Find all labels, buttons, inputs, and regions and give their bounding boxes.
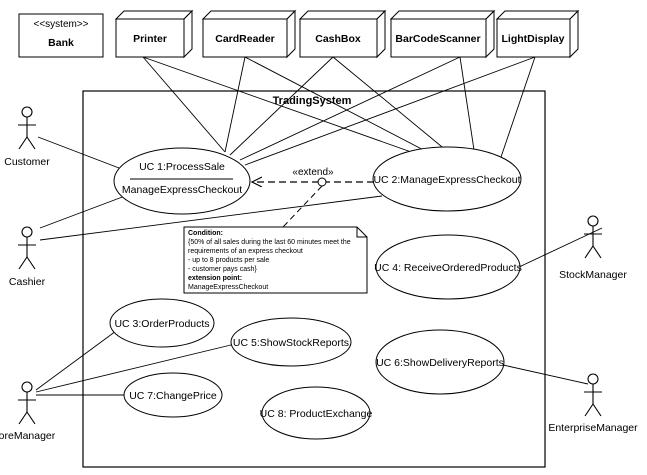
actor-stock-manager-label: StockManager (559, 269, 627, 281)
note-condition-title: Condition: (188, 230, 223, 237)
cashbox-label: CashBox (315, 33, 361, 45)
cashbox-node: CashBox (298, 9, 387, 59)
actor-customer (18, 106, 36, 150)
line-lightdisplay-uc2 (499, 56, 536, 161)
note-extension-title: extension point: (188, 275, 242, 282)
bank-label: Bank (48, 37, 74, 49)
uc3-label: UC 3:OrderProducts (114, 318, 209, 330)
enterprisemanager-head (587, 373, 599, 385)
uc2-label: UC 2:ManageExpressCheckout (373, 174, 520, 186)
extend-condition-anchor (317, 177, 327, 187)
uc1-process-sale: UC 1:ProcessSale ManageExpressCheckout (113, 147, 251, 215)
lightdisplay-label: LightDisplay (501, 33, 564, 45)
uc4-receive-ordered-products: UC 4: ReceiveOrderedProducts (374, 234, 522, 300)
uc7-change-price: UC 7:ChangePrice (123, 372, 223, 418)
actor-store-manager (18, 381, 36, 425)
uc8-label: UC 8: ProductExchange (260, 408, 373, 420)
uc6-label: UC 6:ShowDeliveryReports (376, 357, 504, 369)
uc1-extension-point: ManageExpressCheckout (122, 184, 242, 196)
extend-label: «extend» (292, 167, 334, 178)
actor-cashier (18, 226, 36, 270)
uc7-label: UC 7:ChangePrice (129, 390, 217, 402)
actor-cashier-label: Cashier (9, 276, 46, 288)
uc3-order-products: UC 3:OrderProducts (109, 298, 215, 348)
barcodescanner-node: BarCodeScanner (389, 9, 496, 59)
line-cardreader-uc1 (224, 56, 246, 153)
line-cashier-uc2 (39, 195, 383, 241)
line-storemanager-uc5 (35, 343, 236, 393)
uc4-label: UC 4: ReceiveOrderedProducts (374, 262, 522, 274)
note-line-1: {50% of all sales during the last 60 min… (188, 239, 351, 246)
line-barcode-uc1 (239, 56, 461, 161)
bank-stereotype: <<system>> (33, 19, 88, 30)
cardreader-node: CardReader (201, 9, 297, 59)
uc8-product-exchange: UC 8: ProductExchange (260, 386, 373, 440)
system-title: TradingSystem (273, 95, 352, 107)
actor-customer-label: Customer (4, 156, 50, 168)
line-cashbox-uc1 (229, 56, 334, 156)
bank-box: <<system>> Bank (18, 13, 104, 58)
storemanager-head (21, 381, 33, 393)
cardreader-label: CardReader (215, 33, 275, 45)
printer-node: Printer (114, 9, 194, 59)
uc6-show-delivery-reports: UC 6:ShowDeliveryReports (375, 329, 505, 395)
customer-head (21, 106, 33, 118)
condition-note: Condition: {50% of all sales during the … (183, 226, 368, 294)
system-boundary (82, 90, 546, 468)
note-line-3: - up to 8 products per sale (188, 257, 269, 264)
actor-store-manager-label: StoreManager (0, 430, 56, 442)
uc1-label: UC 1:ProcessSale (139, 161, 225, 173)
note-line-4: - customer pays cash} (188, 266, 258, 273)
actor-enterprise-manager (584, 373, 602, 417)
actor-enterprise-manager-label: EnterpriseManager (548, 422, 638, 434)
uc2-manage-express-checkout: UC 2:ManageExpressCheckout (372, 146, 522, 212)
line-lightdisplay-uc1 (244, 56, 536, 166)
note-extension-value: ManageExpressCheckout (188, 284, 268, 291)
printer-label: Printer (133, 33, 167, 45)
barcodescanner-label: BarCodeScanner (395, 33, 480, 45)
line-barcode-uc2 (459, 56, 475, 151)
lightdisplay-node: LightDisplay (495, 9, 580, 59)
line-printer-uc1 (142, 56, 226, 153)
uc5-label: UC 5:ShowStockReports (233, 337, 349, 349)
actor-stock-manager (584, 215, 602, 259)
stockmanager-head (587, 215, 599, 227)
line-customer-uc1 (37, 136, 120, 169)
line-storemanager-uc3 (35, 330, 117, 391)
cashier-head (21, 226, 33, 238)
uc5-show-stock-reports: UC 5:ShowStockReports (230, 317, 352, 367)
note-line-2: requirements of an express checkout (188, 248, 303, 255)
